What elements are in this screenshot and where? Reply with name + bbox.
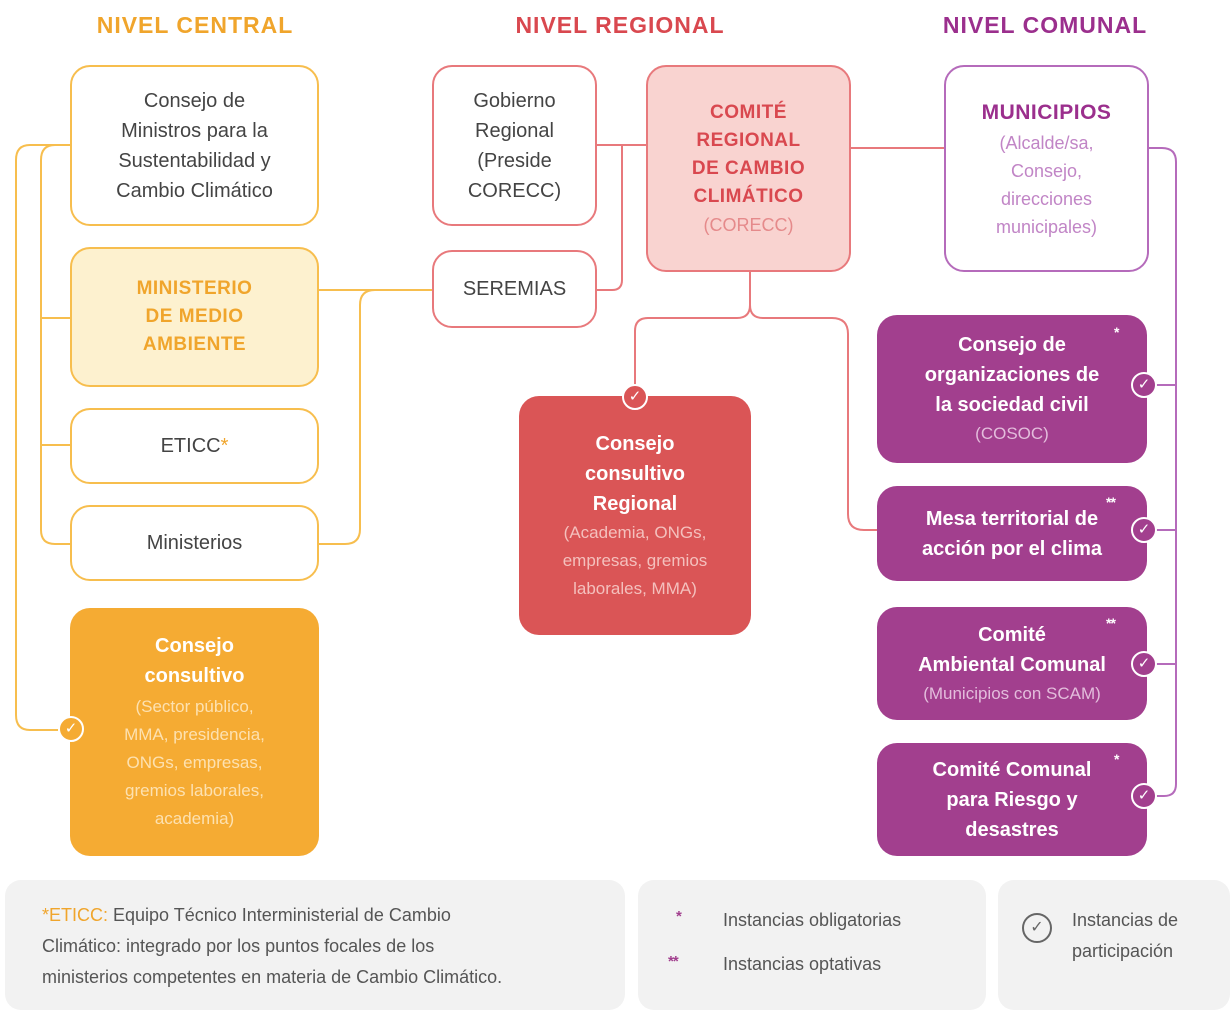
participation-check-icon: ✓ (1131, 651, 1157, 677)
mandatory-label: Instancias obligatorias (723, 910, 902, 930)
text-line: (Municipios con SCAM) (923, 683, 1101, 703)
regional-connectors (596, 144, 944, 531)
seremias-label: SEREMIAS (462, 278, 567, 300)
text-line: (Sector público, (135, 697, 254, 716)
text-line: MMA, presidencia, (124, 725, 265, 744)
mandatory-star-icon: * (1114, 324, 1120, 340)
text-line: Comité (978, 623, 1046, 646)
text-line: Consejo (155, 635, 234, 657)
text-line: direcciones (1000, 188, 1093, 209)
eticc-box: ETICC* (70, 408, 319, 484)
corecc-box: COMITÉ REGIONAL DE CAMBIO CLIMÁTICO (COR… (646, 65, 851, 272)
text-line: REGIONAL (696, 129, 801, 151)
text-line: Climático: integrado por los puntos foca… (42, 936, 435, 956)
header-nivel-central: NIVEL CENTRAL (96, 12, 294, 38)
eticc-definition: *ETICC: Equipo Técnico Interministerial … (42, 900, 622, 993)
optional-stars-icon: ** (668, 953, 679, 970)
comite-ambiental-box: Comité Ambiental Comunal (Municipios con… (877, 607, 1147, 720)
check-icon: ✓ (1022, 913, 1052, 943)
text-line: DE CAMBIO (691, 157, 806, 179)
text-line: COMITÉ (710, 101, 787, 123)
text-line: CLIMÁTICO (693, 185, 804, 207)
text-line: ministerios competentes en materia de Ca… (42, 967, 503, 987)
text-line: Consejo de (143, 89, 246, 112)
eticc-asterisk: * (220, 435, 229, 457)
text-line: *ETICC: Equipo Técnico Interministerial … (42, 900, 622, 931)
ministerios-box: Ministerios (70, 505, 319, 581)
text-line: la sociedad civil (935, 394, 1089, 416)
comite-riesgo-box: Comité Comunal para Riesgo y desastres (877, 743, 1147, 856)
text-line: Ministros para la (121, 119, 268, 142)
cosoc-box: Consejo de organizaciones de la sociedad… (877, 315, 1147, 463)
eticc-legend-panel: *ETICC: Equipo Técnico Interministerial … (5, 880, 625, 1010)
text-line: DE MEDIO (145, 306, 244, 327)
ministerios-label: Ministerios (146, 532, 243, 554)
text-line: (CORECC) (703, 214, 794, 235)
text-line: Consejo, (1010, 160, 1083, 181)
participation-check-icon: ✓ (622, 384, 648, 410)
text-line: Regional (592, 492, 678, 515)
text-line: ONGs, empresas, (126, 753, 263, 772)
text-line: acción por el clima (921, 537, 1103, 560)
text-line: Consejo (595, 432, 675, 455)
text-line: Mesa territorial de (925, 507, 1099, 530)
text-line: Comité Comunal (932, 758, 1092, 781)
check-legend-panel: ✓ Instancias de participación (998, 880, 1230, 1010)
text-line: Instancias de (1072, 910, 1179, 930)
eticc-key: *ETICC: (42, 905, 109, 925)
text-line: empresas, gremios (562, 550, 708, 570)
mesa-territorial-box: Mesa territorial de acción por el clima (877, 486, 1147, 581)
optional-stars-icon: ** (1106, 615, 1116, 631)
text-line: Consejo de (958, 334, 1066, 356)
participation-check-icon: ✓ (58, 716, 84, 742)
text-line: CORECC) (467, 179, 562, 202)
text-line: Ambiental Comunal (918, 653, 1106, 676)
text-line: laborales, MMA) (573, 578, 697, 598)
header-nivel-regional: NIVEL REGIONAL (515, 12, 725, 38)
text-line: MUNICIPIOS (981, 100, 1112, 124)
ministerio-medio-ambiente-box: MINISTERIO DE MEDIO AMBIENTE (70, 247, 319, 387)
text-line: municipales) (995, 216, 1098, 237)
text-line: consultivo (584, 462, 685, 485)
text-line: Sustentabilidad y (118, 149, 271, 172)
text-line: gremios laborales, (125, 781, 264, 800)
text-line: MINISTERIO (136, 278, 253, 299)
consejo-ministros-box: Consejo de Ministros para la Sustentabil… (70, 65, 319, 226)
participation-check-icon: ✓ (1131, 783, 1157, 809)
text-line: para Riesgo y (946, 788, 1078, 811)
participation-check-icon: ✓ (1131, 372, 1157, 398)
text-line: participación (1072, 941, 1174, 961)
text-line: academia) (154, 809, 235, 828)
text-line: Cambio Climático (116, 179, 273, 202)
text-line: consultivo (144, 665, 245, 687)
optional-stars-icon: ** (1106, 494, 1116, 510)
text-line: (Alcalde/sa, (999, 132, 1094, 153)
participation-label: Instancias de participación (1072, 905, 1178, 967)
header-nivel-comunal: NIVEL COMUNAL (942, 12, 1148, 38)
text-line: AMBIENTE (142, 334, 247, 355)
gobierno-regional-box: Gobierno Regional (Preside CORECC) (432, 65, 597, 226)
eticc-desc: Equipo Técnico Interministerial de Cambi… (108, 905, 451, 925)
text-line: (Academia, ONGs, (563, 522, 707, 542)
consejo-consultivo-box: Consejo consultivo (Sector público, MMA,… (70, 608, 319, 856)
seremias-box: SEREMIAS (432, 250, 597, 328)
consejo-consultivo-regional-box: Consejo consultivo Regional (Academia, O… (519, 396, 751, 635)
participation-check-icon: ✓ (1131, 517, 1157, 543)
central-connectors (15, 144, 432, 731)
text-line: (COSOC) (975, 424, 1049, 443)
mandatory-star-icon: * (1114, 751, 1120, 767)
eticc-label: ETICC (160, 435, 221, 457)
municipios-box: MUNICIPIOS (Alcalde/sa, Consejo, direcci… (944, 65, 1149, 272)
mandatory-star-icon: * (676, 908, 682, 925)
comunal-connectors (1148, 147, 1177, 797)
stars-legend-panel: * Instancias obligatorias ** Instancias … (638, 880, 986, 1010)
text-line: Gobierno (473, 89, 556, 112)
text-line: Regional (475, 119, 554, 142)
optional-label: Instancias optativas (723, 954, 882, 974)
text-line: (Preside (477, 149, 552, 172)
text-line: organizaciones de (924, 364, 1100, 386)
text-line: desastres (965, 818, 1059, 841)
